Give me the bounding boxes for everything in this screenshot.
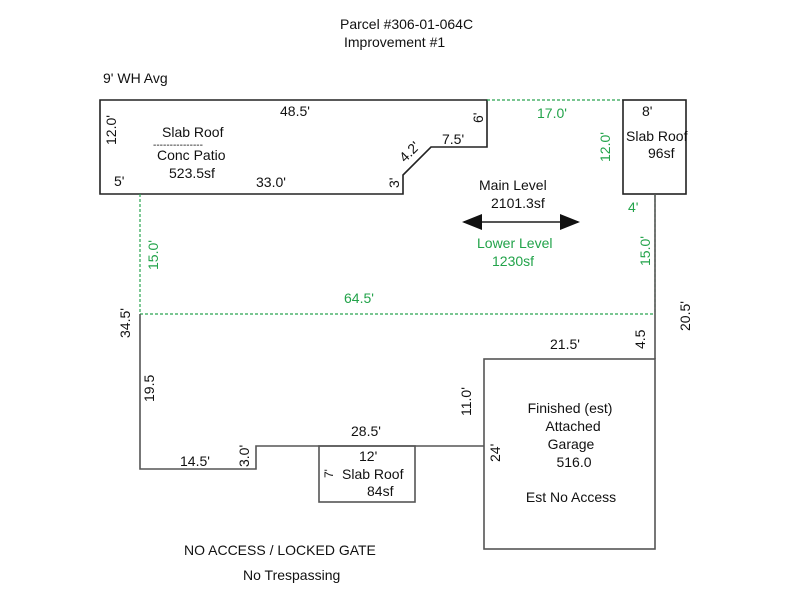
dim-garage-offset: 11.0'	[458, 387, 474, 416]
slab-roof-right-label: Slab Roof	[626, 128, 688, 144]
garage-label-finished: Finished (est)	[528, 400, 613, 416]
main-level-label: Main Level	[479, 177, 547, 193]
main-level-area: 2101.3sf	[491, 195, 545, 211]
dim-green-right: 15.0'	[637, 236, 653, 266]
wall-height-label: 9' WH Avg	[103, 70, 168, 86]
dim-green-width: 64.5'	[344, 290, 374, 306]
dim-patio-offset: 5'	[114, 173, 124, 189]
garage-note: Est No Access	[526, 489, 616, 505]
dim-slab-bottom-depth: 7'	[322, 469, 336, 478]
dim-patio-top: 48.5'	[280, 103, 310, 119]
patio-label-conc: Conc Patio	[157, 147, 226, 163]
lower-level-area: 1230sf	[492, 253, 534, 269]
dim-right-step: 4.5	[632, 329, 648, 349]
trespass-note: No Trespassing	[243, 567, 340, 583]
dim-green-top: 17.0'	[537, 105, 567, 121]
slab-roof-bottom-label: Slab Roof	[342, 466, 404, 482]
dim-green-left: 15.0'	[145, 240, 161, 270]
dim-slab-right-width: 8'	[642, 103, 652, 119]
garage-area: 516.0	[556, 454, 591, 470]
dim-green-right-slab: 12.0'	[597, 132, 613, 162]
lower-level-label: Lower Level	[477, 235, 553, 251]
dim-slab-right-offset: 4'	[628, 199, 638, 215]
dim-patio-step: 7.5'	[442, 131, 464, 147]
garage-outline	[483, 358, 656, 550]
access-note: NO ACCESS / LOCKED GATE	[184, 542, 376, 558]
dim-garage-side: 24'	[487, 444, 503, 462]
patio-area: 523.5sf	[169, 165, 215, 181]
slab-roof-bottom-area: 84sf	[367, 483, 394, 499]
improvement-label: Improvement #1	[344, 34, 445, 50]
patio-outline	[99, 99, 488, 195]
main-level-outline	[139, 314, 484, 470]
patio-label-slab: Slab Roof	[162, 124, 224, 140]
dim-bottom-mid: 28.5'	[351, 423, 381, 439]
slab-roof-bottom-outline	[318, 445, 416, 503]
dim-patio-bottom: 33.0'	[256, 174, 286, 190]
dim-bottom-step: 3.0'	[236, 445, 252, 467]
dim-patio-right: 6'	[470, 113, 486, 123]
dim-bottom-left: 14.5'	[180, 453, 210, 469]
dim-right-total: 20.5'	[677, 301, 693, 331]
dim-left-total: 34.5'	[117, 308, 133, 338]
dim-patio-left: 12.0'	[103, 115, 119, 145]
dim-patio-diag: 4.2'	[396, 138, 423, 165]
dim-slab-bottom-width: 12'	[359, 448, 377, 464]
slab-roof-right-area: 96sf	[648, 145, 675, 161]
dim-garage-top: 21.5'	[550, 336, 580, 352]
parcel-number: Parcel #306-01-064C	[340, 16, 473, 32]
dim-left-lower: 19.5	[141, 375, 157, 402]
patio-divider: ---------------	[153, 140, 203, 151]
garage-label-attached: Attached	[545, 418, 600, 434]
garage-label-garage: Garage	[548, 436, 595, 452]
dim-patio-step-down: 3'	[386, 178, 402, 188]
